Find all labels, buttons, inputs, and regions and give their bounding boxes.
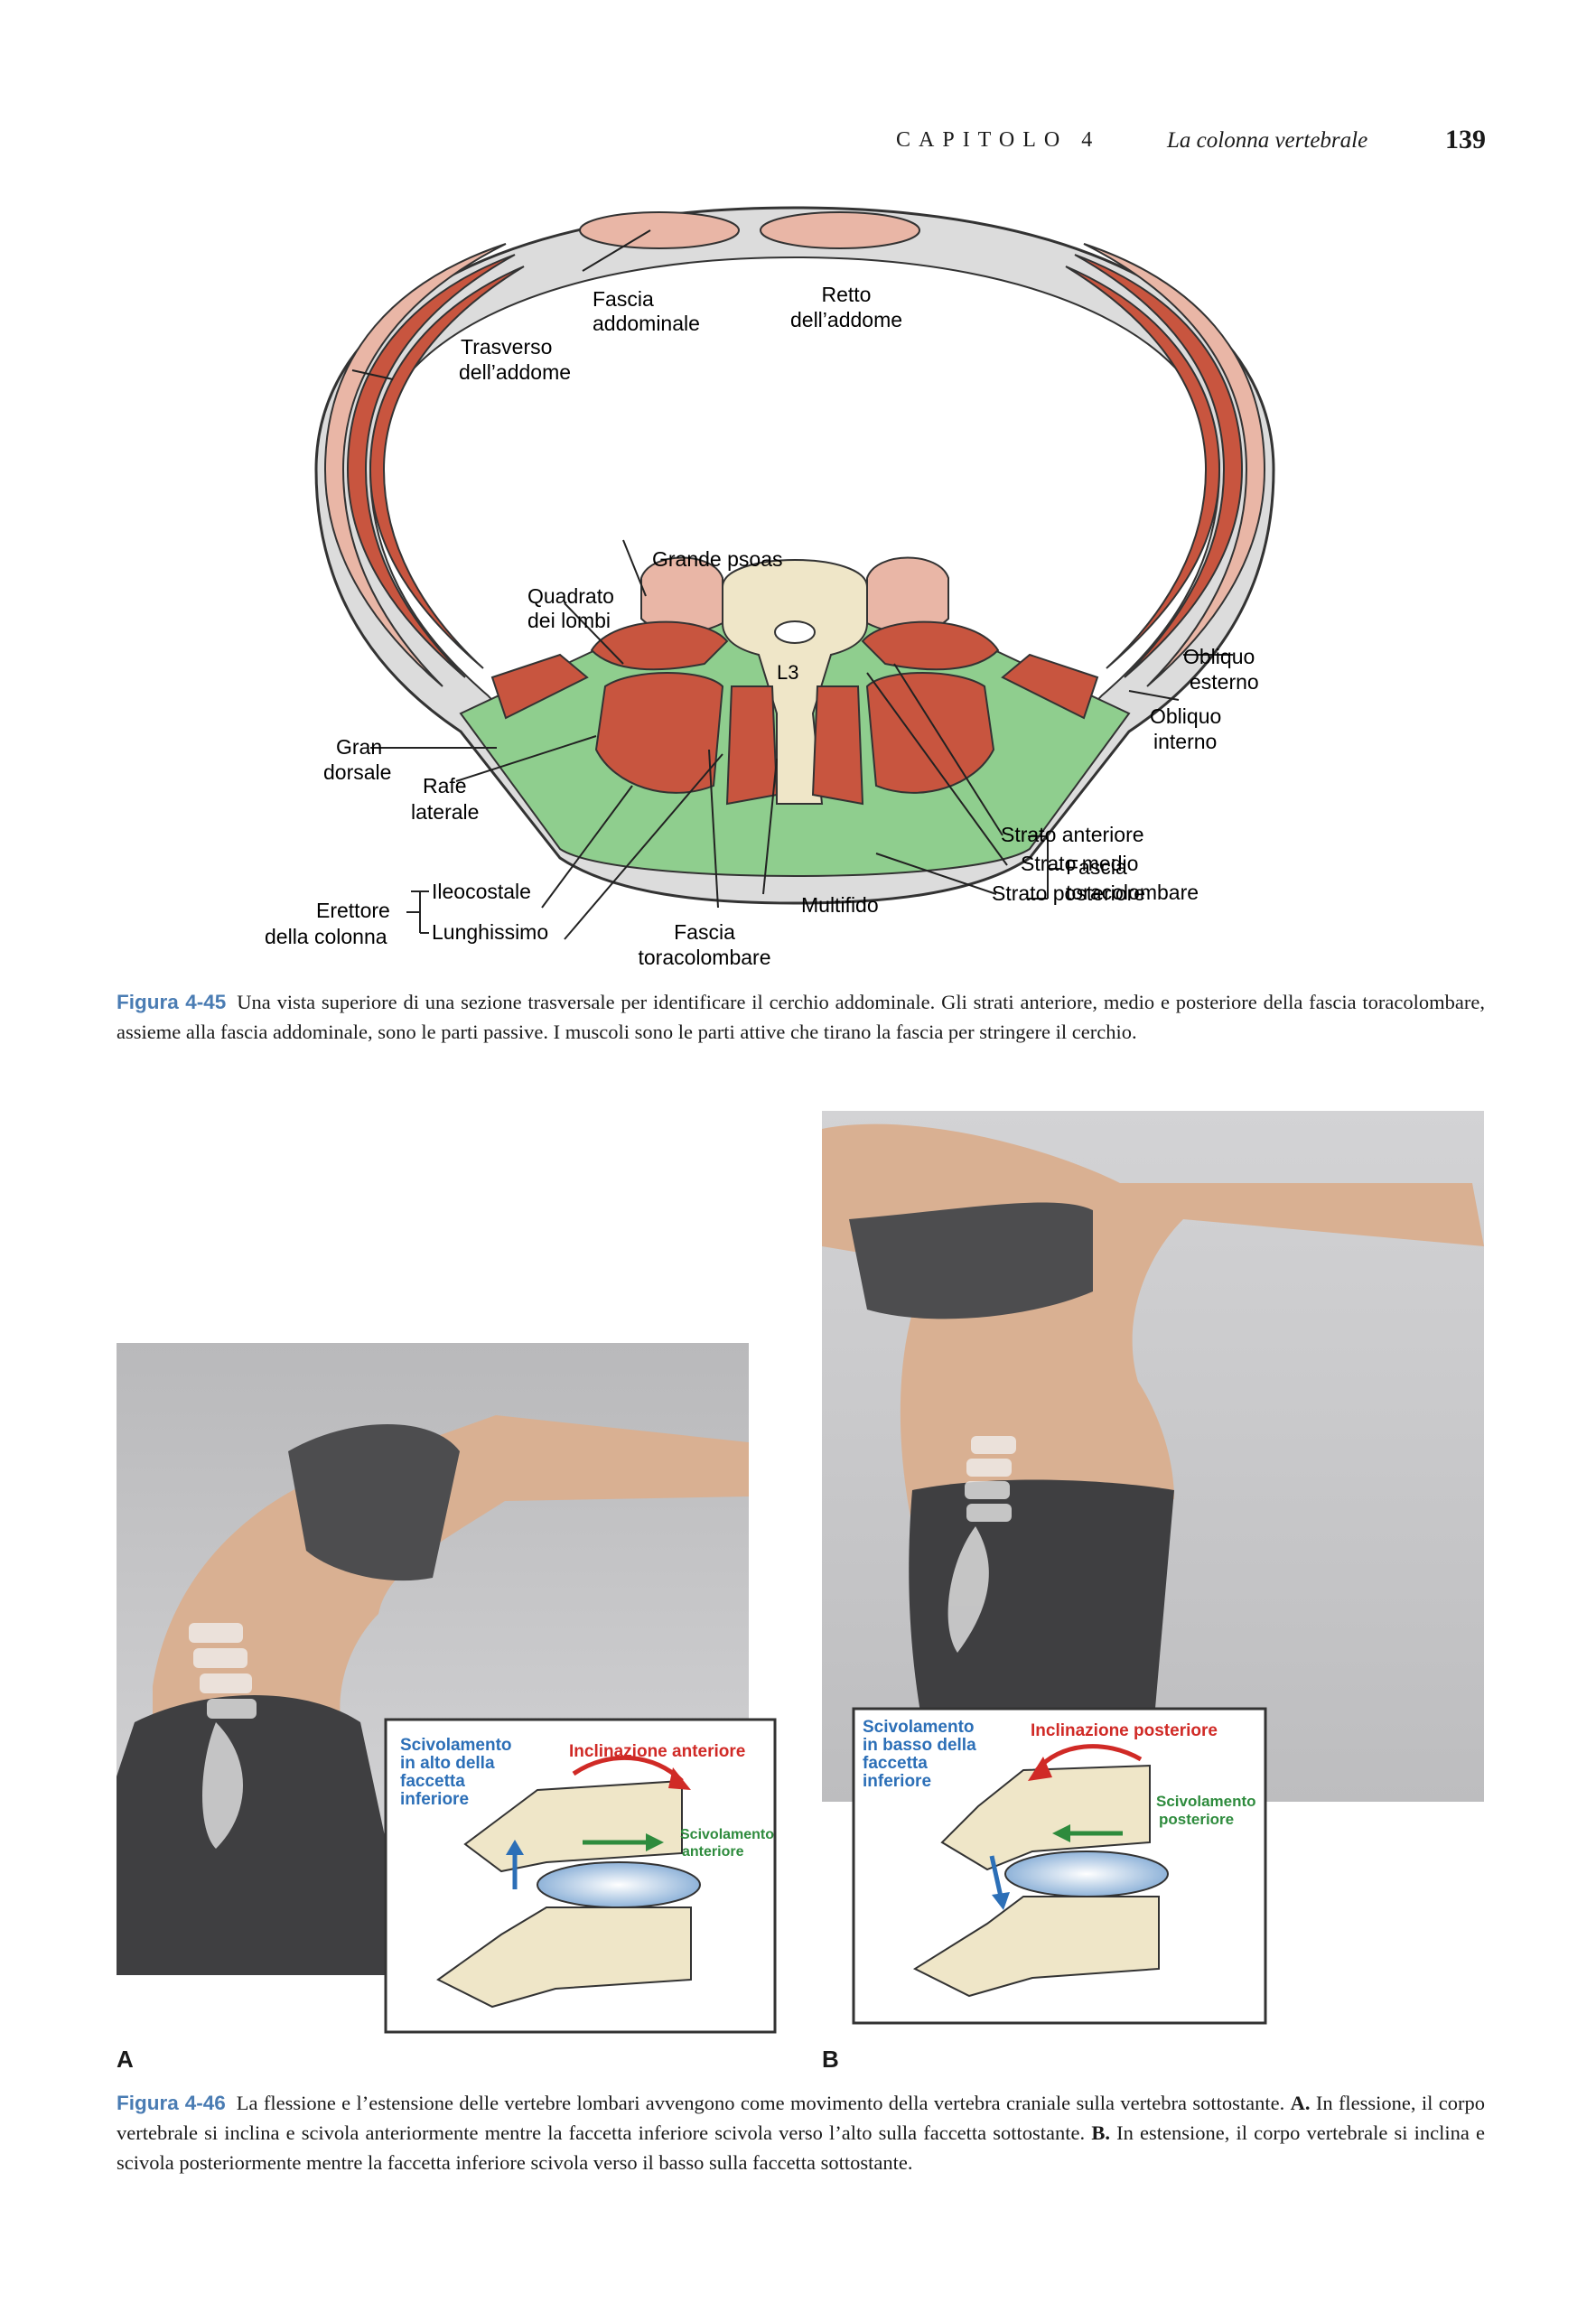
label-retto-2: dell’addome xyxy=(790,308,902,331)
latissimus-right xyxy=(1001,653,1099,720)
inset-b-slide-2: in basso della xyxy=(863,1736,976,1755)
blue-arrow-head-a xyxy=(506,1840,524,1855)
erector-left-lateral xyxy=(594,672,724,794)
label-multifido: Multifido xyxy=(801,893,879,917)
panel-letter-b: B xyxy=(822,2046,839,2073)
figure-4-46-caption-text-1: La flessione e l’estensione delle verteb… xyxy=(236,2092,1285,2114)
erector-right-medial xyxy=(811,685,864,806)
label-quadrato-1: Quadrato xyxy=(527,584,614,608)
spinal-canal xyxy=(774,620,816,644)
oblique-left-mid xyxy=(346,254,516,678)
chapter-label: CAPITOLO 4 xyxy=(896,128,1101,152)
label-obliquo-esterno-1: Obliquo xyxy=(1183,645,1255,668)
label-ileocostale: Ileocostale xyxy=(432,880,531,903)
label-fascia-toracolombare-bottom-2: toracolombare xyxy=(638,946,770,969)
label-gran-dorsale-1: Gran xyxy=(336,735,382,759)
figure-4-45-diagram: Fascia addominale Retto dell’addome Tras… xyxy=(265,206,1275,969)
top-garment-b xyxy=(849,1202,1093,1319)
latissimus-left xyxy=(490,653,589,720)
label-fascia-toracolombare-right-2: toracolombare xyxy=(1066,881,1199,904)
label-fascia-toracolombare-bottom-1: Fascia xyxy=(674,920,735,944)
oblique-right-mid xyxy=(1074,254,1244,678)
label-strato-medio: Strato medio xyxy=(1021,852,1138,875)
erector-right-lateral xyxy=(865,672,995,794)
page-number: 139 xyxy=(1445,125,1486,154)
leader-lines xyxy=(351,229,1233,940)
vertebra-lower-b xyxy=(912,1896,1160,1998)
label-rafe-2: laterale xyxy=(411,800,479,824)
figure-4-46-caption-text-2: In flessione, il corpo vertebrale si inc… xyxy=(117,2092,1485,2144)
oblique-left-outer xyxy=(323,243,507,687)
green-arrow-head-b xyxy=(1052,1824,1070,1842)
label-strato-anteriore: Strato anteriore xyxy=(1001,823,1144,846)
label-fascia-addominale-2: addominale xyxy=(593,312,700,335)
blue-arrow-b xyxy=(989,1855,1003,1897)
inset-a-slide-2: in alto della xyxy=(400,1754,495,1773)
inset-a-slide-1: Scivolamento xyxy=(400,1736,512,1755)
label-obliquo-interno-1: Obliquo xyxy=(1150,704,1221,728)
red-arrow-head-a xyxy=(668,1767,691,1790)
label-fascia-toracolombare-right-1: Fascia xyxy=(1066,855,1127,879)
spine-overlay-b xyxy=(947,1436,1016,1653)
label-fascia-addominale-1: Fascia xyxy=(593,287,654,311)
label-l3: L3 xyxy=(777,661,798,684)
figure-4-46-caption-a: A. xyxy=(1290,2092,1311,2114)
running-header: CAPITOLO 4 La colonna vertebrale 139 xyxy=(0,125,1596,161)
top-garment-a xyxy=(288,1424,460,1581)
oblique-left-inner xyxy=(369,266,525,669)
chapter-title: La colonna vertebrale xyxy=(1167,128,1368,153)
oblique-right-inner xyxy=(1065,266,1221,669)
vertebra-lower-a xyxy=(436,1906,692,2009)
label-quadrato-2: dei lombi xyxy=(527,609,611,632)
label-trasverso-2: dell’addome xyxy=(459,360,571,384)
label-lunghissimo: Lunghissimo xyxy=(432,920,548,944)
inset-b-slide-3: faccetta xyxy=(863,1754,928,1773)
figure-4-45-label: Figura 4-45 xyxy=(117,991,227,1013)
spine-overlay-a xyxy=(189,1623,257,1849)
red-arrow-head-b xyxy=(1028,1757,1052,1781)
blue-arrow-head-b xyxy=(992,1892,1010,1910)
vertebra-upper-b xyxy=(940,1764,1151,1871)
label-strato-posteriore: Strato posteriore xyxy=(992,881,1145,905)
inset-a-body-slide-2: anteriore xyxy=(682,1844,744,1860)
label-erettore-1: Erettore xyxy=(316,899,390,922)
inset-a-slide-4: inferiore xyxy=(400,1790,469,1809)
disc-a xyxy=(537,1861,701,1908)
label-trasverso-1: Trasverso xyxy=(461,335,552,359)
figure-4-45-caption-text: Una vista superiore di una sezione trasv… xyxy=(117,991,1485,1043)
inset-b: Scivolamento in basso della faccetta inf… xyxy=(852,1707,1267,2025)
rectus-right xyxy=(760,211,920,249)
inset-b-body-slide-2: posteriore xyxy=(1159,1811,1234,1828)
figure-4-46-caption-b: B. xyxy=(1091,2121,1110,2144)
inset-b-tilt: Inclinazione posteriore xyxy=(1031,1721,1218,1740)
label-retto-1: Retto xyxy=(822,283,872,306)
inset-a-slide-3: faccetta xyxy=(400,1772,465,1791)
figure-4-46-caption-text-3: In estensione, il corpo vertebrale si in… xyxy=(117,2121,1486,2174)
inset-b-slide-1: Scivolamento xyxy=(863,1718,975,1737)
label-obliquo-esterno-2: esterno xyxy=(1190,670,1259,694)
erector-left-medial xyxy=(725,685,779,806)
label-rafe-1: Rafe xyxy=(423,774,467,797)
panel-letter-a: A xyxy=(117,2046,134,2073)
label-obliquo-interno-2: interno xyxy=(1153,730,1217,753)
vertebra-l3 xyxy=(722,559,868,805)
inset-b-body-slide-1: Scivolamento xyxy=(1156,1793,1256,1810)
figure-4-46-label: Figura 4-46 xyxy=(117,2092,226,2114)
oblique-right-outer xyxy=(1083,243,1266,687)
rectus-left xyxy=(579,211,740,249)
label-gran-dorsale-2: dorsale xyxy=(323,760,391,784)
label-erettore-2: della colonna xyxy=(265,925,387,948)
inset-a-body-slide-1: Scivolamento xyxy=(680,1827,774,1842)
green-arrow-head-a xyxy=(646,1833,664,1851)
figure-4-46-caption: Figura 4-46 La flessione e l’estensione d… xyxy=(117,2088,1485,2177)
quadratus-right xyxy=(861,620,1000,671)
quadratus-left xyxy=(590,620,729,671)
inset-a: Scivolamento in alto della faccetta infe… xyxy=(384,1718,777,2034)
label-grande-psoas: Grande psoas xyxy=(652,547,782,571)
disc-b xyxy=(1004,1851,1169,1897)
inset-a-tilt: Inclinazione anteriore xyxy=(569,1742,745,1761)
inset-b-slide-4: inferiore xyxy=(863,1772,931,1791)
photo-b xyxy=(822,1111,1484,1802)
